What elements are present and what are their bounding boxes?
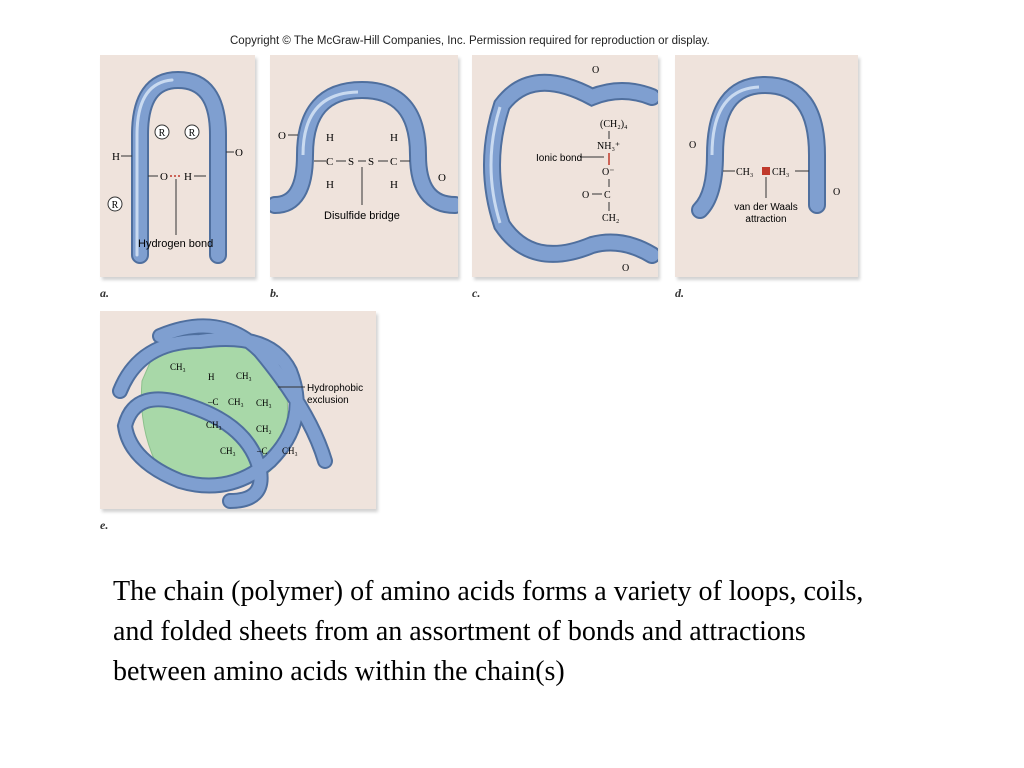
- vdw-label-line1: van der Waals: [734, 202, 798, 213]
- hydrophobic-label-line2: exclusion: [307, 395, 349, 406]
- r-group: R: [159, 128, 166, 139]
- atom-h: H: [112, 151, 120, 163]
- atom-o: O: [235, 147, 243, 159]
- atom-h: H: [326, 132, 334, 144]
- hydrophobic-exclusion-diagram: CH₃ H CH₃ –C CH₃ CH₃ CH₃ CH₂ CH₃ –C CH₃ …: [100, 311, 376, 509]
- hydrogen-bond-diagram: R R R H O H O Hydrogen bond: [100, 55, 255, 277]
- atom-o: O: [582, 190, 589, 201]
- panel-hydrophobic-exclusion: CH₃ H CH₃ –C CH₃ CH₃ CH₃ CH₂ CH₃ –C CH₃ …: [100, 311, 376, 509]
- backbone-c: –C: [207, 397, 219, 407]
- side-chain-ch2: CH₂: [602, 213, 619, 224]
- atom-s: S: [348, 156, 354, 168]
- atom-o: O: [622, 263, 629, 274]
- atom-o: O: [592, 65, 599, 76]
- methyl-group: CH₃: [236, 371, 252, 381]
- side-chain-ch2: CH₂: [256, 424, 272, 434]
- hydrogen-bond-label: Hydrogen bond: [138, 238, 213, 250]
- methyl-group: CH₃: [736, 167, 753, 178]
- atom-h: H: [208, 372, 215, 382]
- atom-h: H: [184, 171, 192, 183]
- slide-caption: The chain (polymer) of amino acids forms…: [113, 572, 883, 692]
- methyl-group: CH₃: [282, 446, 298, 456]
- atom-o: O: [438, 172, 446, 184]
- atom-c: C: [390, 156, 397, 168]
- methyl-group: CH₃: [220, 446, 236, 456]
- atom-o: O: [833, 187, 840, 198]
- panel-e-label: e.: [100, 518, 108, 533]
- atom-h: H: [390, 132, 398, 144]
- hydrophobic-label-line1: Hydrophobic: [307, 383, 363, 394]
- methyl-group: CH₃: [228, 397, 244, 407]
- methyl-group: CH₃: [170, 362, 186, 372]
- r-group: R: [112, 200, 119, 211]
- panel-c-label: c.: [472, 286, 480, 301]
- atom-o: O: [278, 130, 286, 142]
- methyl-group: CH₃: [256, 398, 272, 408]
- side-chain-ch2-4: (CH₂)₄: [600, 119, 628, 130]
- vdw-label-line2: attraction: [745, 214, 786, 225]
- carboxylate-o: O⁻: [602, 167, 615, 178]
- methyl-group: CH₃: [772, 167, 789, 178]
- panel-d-label: d.: [675, 286, 684, 301]
- atom-h: H: [326, 179, 334, 191]
- atom-s: S: [368, 156, 374, 168]
- ionic-bond-diagram: O (CH₂)₄ NH₃⁺ Ionic bond O⁻ O C CH₂ O: [472, 55, 658, 277]
- panel-hydrogen-bond: R R R H O H O Hydrogen bond: [100, 55, 255, 277]
- backbone-c: –C: [256, 446, 268, 456]
- atom-h: H: [390, 179, 398, 191]
- disulfide-bridge-label: Disulfide bridge: [324, 210, 400, 222]
- methyl-group: CH₃: [206, 420, 222, 430]
- ionic-bond-label: Ionic bond: [536, 153, 582, 164]
- van-der-waals-diagram: O CH₃ CH₃ O van der Waals attraction: [675, 55, 858, 277]
- disulfide-bridge-diagram: O C H H S S C H H O Disulfide bridge: [270, 55, 458, 277]
- atom-c: C: [604, 190, 611, 201]
- atom-o: O: [160, 171, 168, 183]
- panel-a-label: a.: [100, 286, 109, 301]
- r-group: R: [189, 128, 196, 139]
- atom-o: O: [689, 140, 696, 151]
- ammonium-group: NH₃⁺: [597, 141, 620, 152]
- panel-van-der-waals: O CH₃ CH₃ O van der Waals attraction: [675, 55, 858, 277]
- panel-b-label: b.: [270, 286, 279, 301]
- vdw-contact-marker: [762, 167, 770, 175]
- atom-c: C: [326, 156, 333, 168]
- panel-disulfide-bridge: O C H H S S C H H O Disulfide bridge: [270, 55, 458, 277]
- copyright-notice: Copyright © The McGraw-Hill Companies, I…: [230, 35, 710, 47]
- panel-ionic-bond: O (CH₂)₄ NH₃⁺ Ionic bond O⁻ O C CH₂ O: [472, 55, 658, 277]
